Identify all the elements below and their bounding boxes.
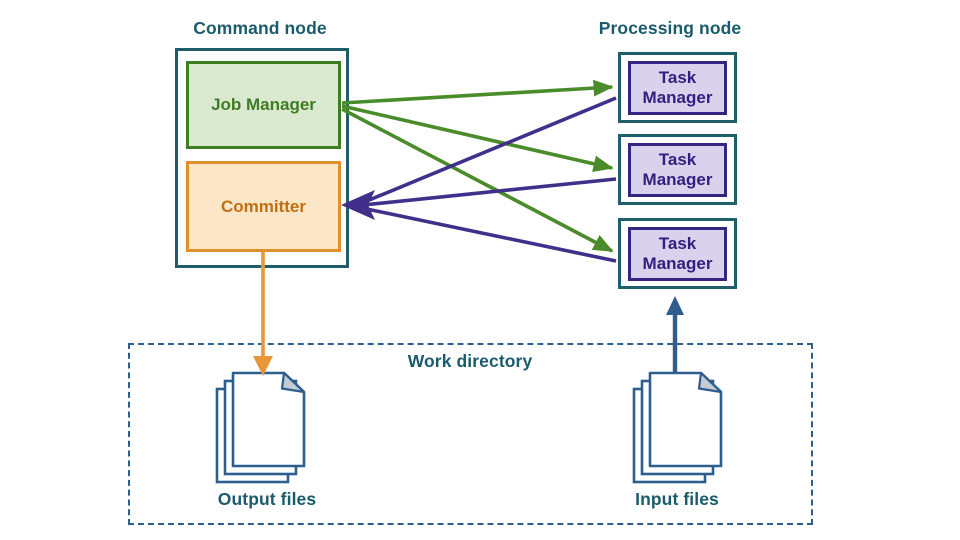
output-files-document-stack-icon: [215, 371, 306, 484]
output-files-label: Output files: [217, 489, 317, 509]
committer-label: Committer: [220, 196, 306, 216]
task-manager-box-3: Task Manager: [618, 218, 737, 289]
task-manager-box-1: Task Manager: [618, 52, 737, 123]
job-manager-label: Job Manager: [211, 95, 316, 114]
task-manager-label: Task Manager: [628, 226, 727, 281]
work-directory-label: Work directory: [407, 351, 533, 371]
job-manager-box: Job Manager: [186, 61, 341, 149]
work-directory-box: [128, 343, 813, 525]
arrow-job-manager-to-task-manager-2: [341, 104, 614, 173]
task-manager-label: Task Manager: [628, 142, 727, 197]
arrow-task-managers-to-committer: [341, 96, 617, 263]
task-manager-label: Task Manager: [628, 60, 727, 115]
command-node-label: Command node: [193, 18, 327, 38]
input-files-label: Input files: [635, 489, 719, 509]
committer-box: Committer: [186, 161, 341, 252]
arrow-job-manager-to-task-manager-3: [341, 107, 614, 253]
processing-node-label: Processing node: [598, 18, 742, 38]
arrow-job-manager-to-task-manager-1: [341, 79, 614, 105]
input-files-document-stack-icon: [632, 371, 723, 484]
task-manager-box-2: Task Manager: [618, 134, 737, 205]
